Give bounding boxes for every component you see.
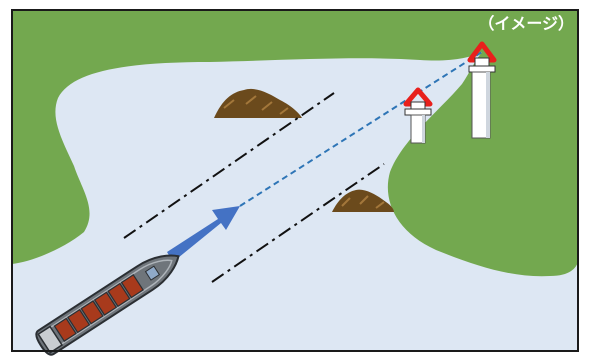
ship-bow-detail — [144, 265, 161, 281]
rear-lighthouse — [467, 41, 497, 139]
ship-cargo-hold-2 — [67, 308, 91, 334]
ship-cargo-hold-1 — [53, 317, 77, 342]
channel-boundary-lower — [211, 163, 385, 283]
reef-lower-texture — [341, 195, 385, 209]
rear-lighthouse-gallery — [468, 65, 496, 73]
ship-cargo-hold-3 — [80, 300, 104, 325]
reef-upper-texture — [223, 95, 289, 115]
front-lighthouse-shadow — [422, 115, 425, 143]
front-lighthouse-gallery — [404, 108, 432, 116]
front-lighthouse-lantern — [410, 101, 426, 110]
rear-lighthouse-lantern — [474, 57, 490, 67]
front-lighthouse — [403, 87, 433, 144]
leading-line — [239, 51, 483, 207]
channel-boundary-upper — [123, 92, 335, 239]
ship-bridge — [37, 325, 64, 354]
rear-lighthouse-shadow — [486, 72, 490, 138]
cargo-ship — [35, 254, 180, 356]
course-arrow — [167, 206, 240, 262]
ship-deck-edge — [43, 259, 173, 350]
ship-cargo-hold-5 — [107, 282, 131, 308]
figure-frame — [11, 9, 579, 352]
reef-upper — [214, 88, 302, 118]
ship-cargo-hold-6 — [120, 274, 144, 299]
caption-image-note: （イメージ） — [478, 14, 574, 33]
ship-cargo-hold-4 — [93, 291, 118, 316]
